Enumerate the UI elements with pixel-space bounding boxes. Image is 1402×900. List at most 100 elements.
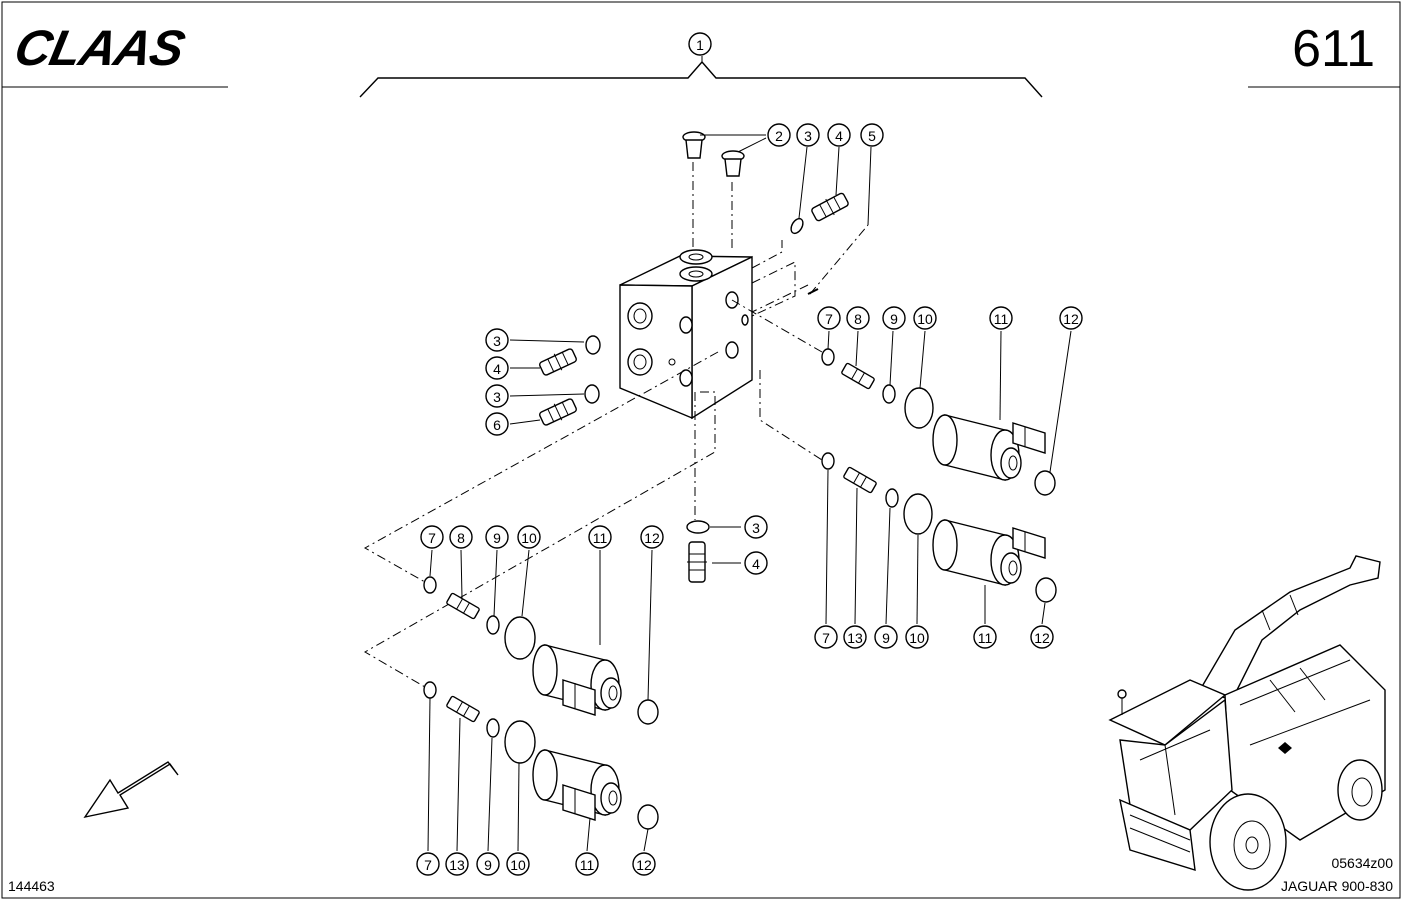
callout-c7e: 7 [416, 852, 440, 876]
callout-c2: 2 [767, 123, 791, 147]
callout-c11a: 11 [989, 306, 1013, 330]
callout-circle [485, 328, 509, 352]
callout-circle [905, 625, 929, 649]
callout-number: 9 [493, 530, 501, 546]
plug-part [682, 131, 745, 177]
callout-number: 2 [775, 128, 783, 144]
callout-c10e: 10 [506, 852, 530, 876]
callout-circle [449, 525, 473, 549]
callout-circle [796, 123, 820, 147]
callout-c9e: 9 [476, 852, 500, 876]
callout-c13c: 13 [843, 625, 867, 649]
coil-parts [532, 414, 1046, 821]
callout-number: 11 [994, 311, 1009, 327]
callout-c3c: 3 [485, 384, 509, 408]
document-number: 144463 [8, 878, 55, 894]
callout-circle [485, 384, 509, 408]
callout-number: 10 [510, 857, 526, 873]
callout-c6: 6 [485, 412, 509, 436]
callout-number: 13 [847, 630, 863, 646]
cartridge-parts [446, 362, 877, 723]
callout-number: 10 [521, 530, 537, 546]
callout-number: 9 [890, 311, 898, 327]
callout-number: 12 [1063, 311, 1079, 327]
callout-circle [843, 625, 867, 649]
callout-circle [575, 852, 599, 876]
callout-number: 8 [457, 530, 465, 546]
callout-c8b: 8 [449, 525, 473, 549]
callout-circle [846, 306, 870, 330]
callout-circle [827, 123, 851, 147]
callout-number: 7 [428, 530, 436, 546]
callout-circle [517, 525, 541, 549]
callout-number: 4 [493, 361, 501, 377]
callout-c9c: 9 [874, 625, 898, 649]
callout-circle [485, 525, 509, 549]
callout-number: 10 [909, 630, 925, 646]
callout-c3b: 3 [485, 328, 509, 352]
callout-number: 1 [696, 37, 704, 53]
callout-number: 6 [493, 417, 501, 433]
callout-number: 11 [978, 630, 993, 646]
callout-c7c: 7 [814, 625, 838, 649]
callout-circle [506, 852, 530, 876]
callout-c5: 5 [860, 123, 884, 147]
callout-number: 5 [868, 128, 876, 144]
callout-circle [913, 306, 937, 330]
callout-circle [485, 356, 509, 380]
callout-c8a: 8 [846, 306, 870, 330]
callout-number: 11 [580, 857, 595, 873]
callout-c1: 1 [688, 32, 712, 56]
callout-number: 3 [493, 333, 501, 349]
callout-number: 9 [484, 857, 492, 873]
callout-circle [767, 123, 791, 147]
callout-number: 4 [752, 556, 760, 572]
callout-number: 12 [1034, 630, 1050, 646]
callout-circle [416, 852, 440, 876]
callout-number: 4 [835, 128, 843, 144]
callout-circle [874, 625, 898, 649]
callout-c4a: 4 [827, 123, 851, 147]
callout-circle [744, 551, 768, 575]
callout-number: 12 [644, 530, 660, 546]
callout-c10c: 10 [905, 625, 929, 649]
callout-number: 7 [825, 311, 833, 327]
direction-arrow-icon [83, 761, 179, 819]
callout-c4b: 4 [485, 356, 509, 380]
callout-c12a: 12 [1059, 306, 1083, 330]
o-ring-parts [423, 217, 1057, 830]
callout-number: 12 [636, 857, 652, 873]
fitting-parts [539, 192, 849, 583]
callout-circle [817, 306, 841, 330]
callout-c10a: 10 [913, 306, 937, 330]
callout-number: 8 [854, 311, 862, 327]
callout-circle [588, 525, 612, 549]
callout-circle [476, 852, 500, 876]
callout-number: 13 [449, 857, 465, 873]
callout-number: 9 [882, 630, 890, 646]
callout-circle [989, 306, 1013, 330]
callout-c13e: 13 [445, 852, 469, 876]
callout-circle [420, 525, 444, 549]
callout-circle [445, 852, 469, 876]
callout-number: 3 [804, 128, 812, 144]
forage-harvester-illustration [1108, 555, 1386, 891]
figure-code: 05634z00 [1331, 855, 1393, 871]
assembly-lines [363, 162, 869, 688]
callout-circle [632, 852, 656, 876]
callout-c11e: 11 [575, 852, 599, 876]
callout-number: 10 [917, 311, 933, 327]
callout-circle [485, 412, 509, 436]
callout-c12b: 12 [640, 525, 664, 549]
callout-circle [973, 625, 997, 649]
valve-block [619, 249, 753, 420]
callout-circle [882, 306, 906, 330]
model-name: JAGUAR 900-830 [1281, 878, 1393, 894]
callout-number: 3 [752, 520, 760, 536]
callout-c3a: 3 [796, 123, 820, 147]
callout-c11b: 11 [588, 525, 612, 549]
callout-number: 3 [493, 389, 501, 405]
